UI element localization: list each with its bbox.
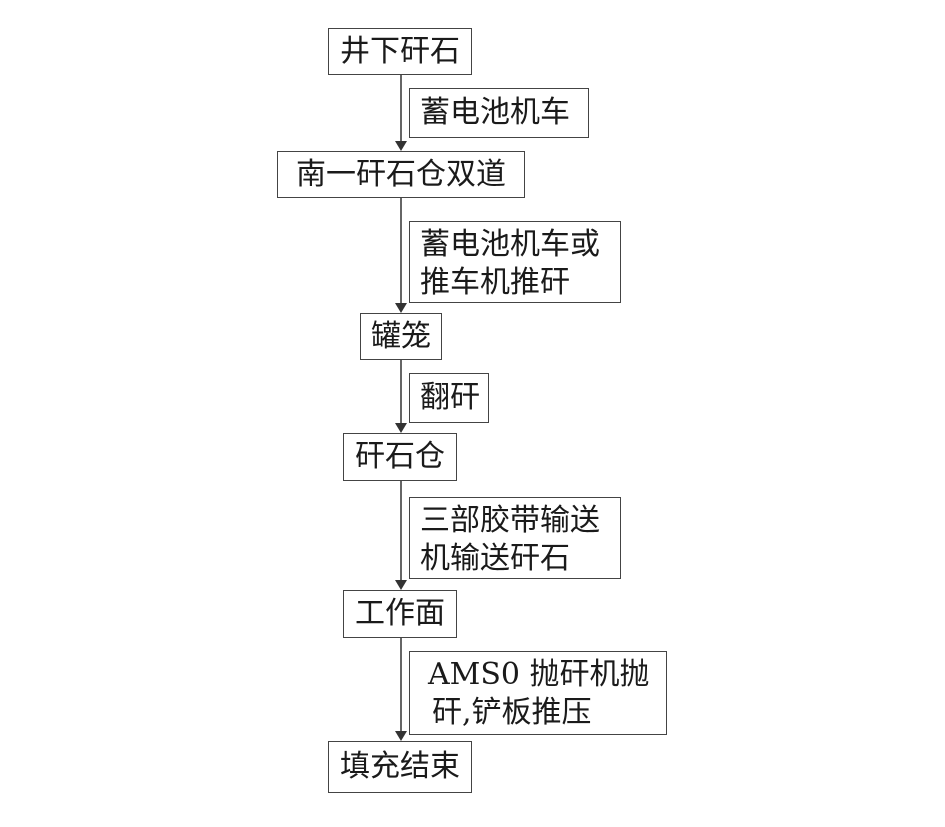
transition-note: 翻矸 (409, 373, 489, 423)
step-box: 工作面 (343, 590, 457, 638)
transition-note: 三部胶带输送 机输送矸石 (409, 497, 621, 579)
arrowhead-5 (395, 731, 407, 741)
transition-note: 蓄电池机车 (409, 88, 589, 138)
arrowhead-2 (395, 303, 407, 313)
step-box: 罐笼 (360, 313, 442, 360)
transition-note: AMS0 抛矸机抛 矸,铲板推压 (409, 651, 667, 735)
transition-note-line: 矸,铲板推压 (432, 695, 592, 730)
transition-note-line: AMS0 抛矸机抛 (428, 657, 650, 692)
step-box: 井下矸石 (328, 28, 472, 75)
transition-note-line: 推车机推矸 (420, 265, 570, 300)
arrowhead-1 (395, 141, 407, 151)
transition-note-line: 机输送矸石 (420, 541, 570, 576)
transition-note-line: 蓄电池机车 (420, 95, 570, 130)
transition-note-line: 蓄电池机车或 (420, 227, 600, 262)
step-box: 填充结束 (328, 741, 472, 793)
transition-note: 蓄电池机车或 推车机推矸 (409, 221, 621, 303)
step-box: 矸石仓 (343, 433, 457, 481)
transition-note-line: 翻矸 (420, 380, 480, 415)
transition-note-line: 三部胶带输送 (420, 503, 600, 538)
arrowhead-4 (395, 580, 407, 590)
arrowhead-3 (395, 423, 407, 433)
step-box: 南一矸石仓双道 (277, 151, 525, 198)
